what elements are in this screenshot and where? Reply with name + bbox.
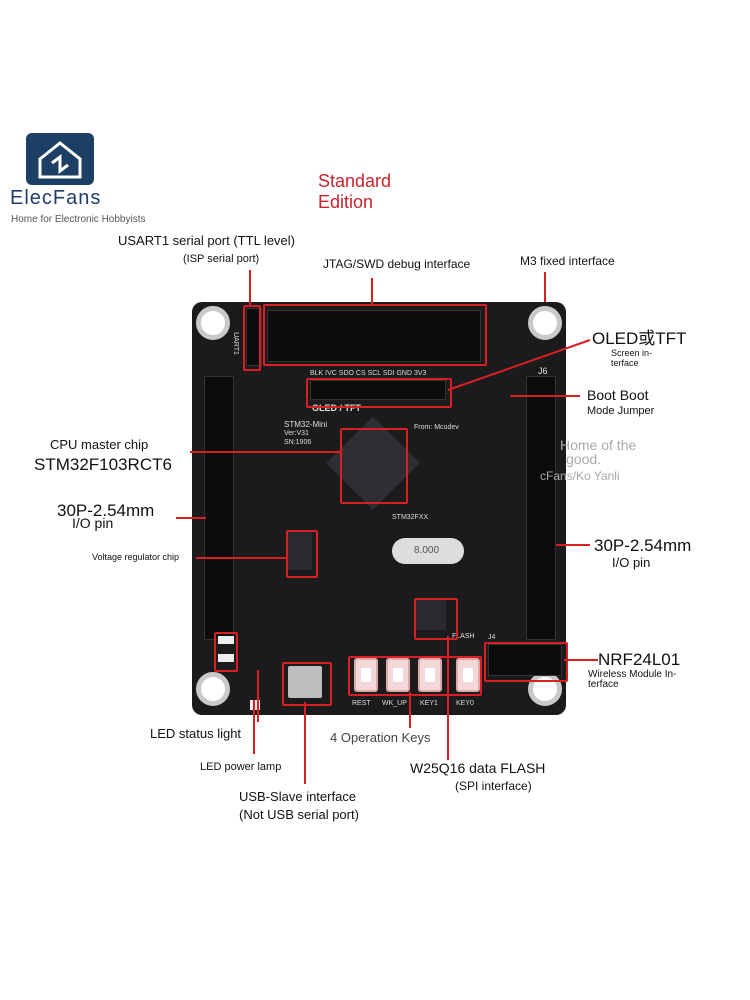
nrf-header (488, 644, 562, 676)
watermark-line1: Home of the (560, 437, 637, 453)
cpu-label: CPU master chip (50, 437, 149, 452)
uart-highlight (243, 305, 261, 371)
flash-chip (416, 600, 446, 630)
keys-label: 4 Operation Keys (330, 730, 431, 745)
brand-tagline: Home for Electronic Hobbyists (11, 214, 146, 225)
key-wkup-button[interactable] (386, 658, 410, 692)
usart-label: USART1 serial port (TTL level) (118, 233, 295, 248)
oled-label: OLED或TFT (592, 329, 687, 348)
uart-header (246, 308, 262, 366)
elecfans-logo (26, 133, 94, 185)
flash-label: W25Q16 data FLASH (410, 760, 546, 776)
boot-label: Boot Boot (587, 387, 649, 403)
from-silk: From: Mcudev (414, 424, 459, 431)
oled-pins-silk: BLK IVC SDO CS SCL SDI GND 3V3 (310, 370, 427, 377)
watermark-line2: good. (566, 451, 602, 467)
left-io-sub-label: I/O pin (72, 515, 114, 531)
j6-silk: J6 (538, 366, 548, 376)
jtag-highlight (263, 304, 487, 366)
key-label: REST (352, 700, 371, 707)
oled-highlight (306, 378, 452, 408)
mcu-highlight (340, 428, 408, 504)
nrf-highlight (484, 642, 568, 682)
edition-line1: Standard (318, 171, 392, 191)
cpu-model-label: STM32F103RCT6 (34, 455, 172, 474)
flash-sub-label: (SPI interface) (455, 779, 532, 793)
nrf-sub2-label: terface (588, 679, 619, 690)
left-io-header (204, 376, 234, 640)
mount-hole (196, 306, 230, 340)
board-ver-silk: Ver:V31 (284, 430, 309, 437)
flash-silk: FLASH (452, 633, 475, 640)
board-name-silk: STM32-Mini (284, 420, 328, 429)
board-sn-silk: SN:1906 (284, 439, 312, 446)
right-io-sub-label: I/O pin (612, 555, 651, 570)
led-d1 (218, 654, 234, 662)
voltage-regulator (288, 532, 312, 570)
led-d2 (250, 700, 260, 710)
mount-hole (196, 672, 230, 706)
brand-name: ElecFans (10, 187, 102, 209)
mount-hole (528, 306, 562, 340)
led-highlight (214, 632, 238, 672)
crystal-silk: 8.000 (414, 545, 440, 556)
boot-sub-label: Mode Jumper (587, 405, 655, 417)
jtag-header (267, 310, 481, 362)
usb-sub-label: (Not USB serial port) (239, 807, 359, 822)
logo-house-icon (38, 141, 82, 179)
key-label: KEY1 (420, 700, 438, 707)
watermark-line3: cFans/Ko Yanli (540, 469, 620, 483)
oled-sub1-label: Screen in- (611, 348, 653, 358)
usart-sub-label: (ISP serial port) (183, 253, 260, 265)
right-io-header (526, 376, 556, 640)
oled-header (310, 380, 446, 400)
flash-highlight (414, 598, 458, 640)
usb-connector (288, 666, 322, 698)
key-rest-button[interactable] (354, 658, 378, 692)
led-status-label: LED status light (150, 726, 242, 741)
j4-silk: J4 (488, 634, 496, 641)
oled-sub2-label: terface (611, 358, 639, 368)
mount-hole (528, 672, 562, 706)
edition-line2: Edition (318, 192, 374, 212)
jtag-label: JTAG/SWD debug interface (323, 257, 471, 271)
vreg-label: Voltage regulator chip (92, 552, 180, 562)
left-io-label: 30P-2.54mm (57, 501, 155, 520)
key0-button[interactable] (456, 658, 480, 692)
keys-highlight (348, 656, 482, 696)
led-d0 (218, 636, 234, 644)
crystal (392, 538, 464, 564)
key-label: WK_UP (382, 700, 407, 707)
key-label: KEY0 (456, 700, 474, 707)
nrf-sub1-label: Wireless Module In- (588, 669, 677, 680)
led-power-label: LED power lamp (200, 761, 282, 773)
oled-silk: OLED / TFT (312, 403, 361, 413)
right-io-label: 30P-2.54mm (594, 536, 692, 555)
nrf-label: NRF24L01 (598, 650, 681, 669)
vreg-highlight (286, 530, 318, 578)
key1-button[interactable] (418, 658, 442, 692)
usb-label: USB-Slave interface (239, 789, 357, 804)
uart-silk: UART1 (231, 332, 239, 355)
usb-highlight (282, 662, 332, 706)
mcu-mark-silk: STM32FXX (392, 514, 429, 521)
m3-label: M3 fixed interface (520, 254, 615, 268)
